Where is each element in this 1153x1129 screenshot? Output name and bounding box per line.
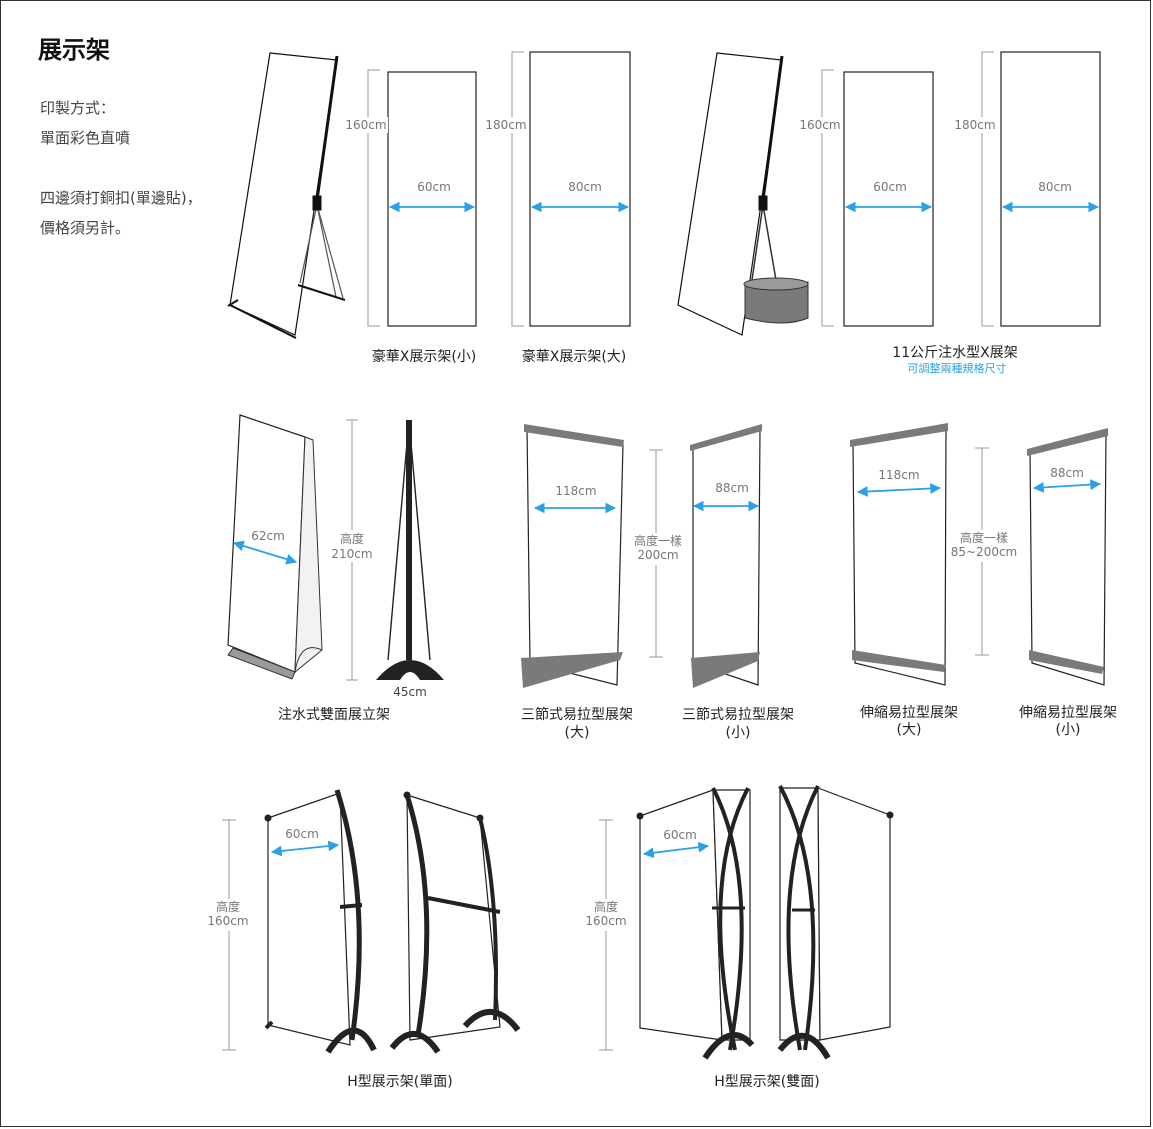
water-x-small-width-label: 60cm	[873, 180, 907, 194]
roll-up-height-dim: 高度一樣 200cm	[630, 449, 684, 658]
x-small-dims: 160cm 60cm	[345, 69, 477, 327]
roll-up-small-width-label: 88cm	[715, 481, 749, 495]
x-large-dims: 180cm 80cm	[485, 51, 631, 327]
roll-up-big-caption-1: 三節式易拉型展架	[521, 706, 633, 723]
x-small-caption: 豪華X展示架(小)	[372, 349, 477, 365]
h-single-front-illustration	[264, 789, 377, 1054]
roll-up-height-value: 200cm	[637, 548, 678, 562]
double-sided-caption: 注水式雙面展立架	[278, 707, 390, 723]
water-x-small-panel	[843, 71, 934, 327]
water-x-large-height-label: 180cm	[954, 118, 995, 132]
x-small-height-label: 160cm	[345, 118, 386, 132]
h-single-width-arrow	[270, 840, 340, 857]
h-single-width-label: 60cm	[285, 827, 319, 841]
h-single-back-illustration	[389, 791, 521, 1054]
roll-up-height-word: 高度一樣	[634, 533, 682, 548]
water-x-small-dims: 160cm 60cm	[799, 69, 934, 327]
double-sided-stand-illustration: 62cm	[227, 414, 323, 680]
double-sided-side-view: 45cm	[376, 419, 444, 699]
water-x-large-width-label: 80cm	[1038, 180, 1072, 194]
telescopic-big-caption-1: 伸縮易拉型展架	[860, 705, 958, 721]
water-x-stand-illustration	[677, 52, 809, 336]
telescopic-big-width-arrow	[856, 483, 942, 497]
telescopic-small-caption-1: 伸縮易拉型展架	[1019, 705, 1117, 721]
x-small-width-label: 60cm	[417, 180, 451, 194]
x-large-height-label: 180cm	[485, 118, 526, 132]
double-sided-width-arrow	[232, 540, 298, 565]
roll-up-big-caption-2: (大)	[565, 725, 590, 741]
grommet-note: 四邊須打銅扣(單邊貼)，	[40, 189, 202, 207]
h-double-height-dim: 高度 160cm	[582, 819, 630, 1051]
telescopic-big-caption-2: (大)	[897, 722, 922, 738]
telescopic-height-value: 85~200cm	[951, 545, 1018, 559]
roll-up-big-illustration: 118cm	[521, 424, 624, 688]
page-title: 展示架	[38, 36, 110, 64]
double-sided-base-label: 45cm	[393, 685, 427, 699]
roll-up-small-caption-1: 三節式易拉型展架	[682, 706, 794, 723]
telescopic-small-width-label: 88cm	[1050, 466, 1084, 480]
double-sided-height-dim: 高度 210cm	[326, 419, 378, 681]
h-double-width-arrow	[642, 841, 710, 859]
x-stand-illustration	[227, 52, 346, 339]
roll-up-big-width-label: 118cm	[555, 484, 596, 498]
x-large-caption: 豪華X展示架(大)	[522, 349, 627, 365]
price-note: 價格須另計。	[40, 219, 131, 237]
telescopic-height-dim: 高度一樣 85~200cm	[950, 447, 1022, 656]
h-double-height-value: 160cm	[585, 914, 626, 928]
telescopic-big-illustration: 118cm	[850, 423, 948, 686]
double-sided-height-value: 210cm	[331, 547, 372, 561]
h-double-front-illustration	[636, 787, 755, 1060]
h-double-caption: H型展示架(雙面)	[714, 1074, 819, 1090]
water-x-large-dims: 180cm 80cm	[954, 51, 1101, 327]
telescopic-small-caption-2: (小)	[1056, 722, 1081, 738]
h-single-height-value: 160cm	[207, 914, 248, 928]
x-large-width-label: 80cm	[568, 180, 602, 194]
h-double-height-word: 高度	[594, 899, 618, 914]
telescopic-height-word: 高度一樣	[960, 530, 1008, 545]
print-method-label: 印製方式：	[40, 99, 116, 117]
x-small-panel	[387, 71, 477, 327]
telescopic-big-width-label: 118cm	[878, 468, 919, 482]
double-sided-width-label: 62cm	[251, 529, 285, 543]
telescopic-small-illustration: 88cm	[1027, 428, 1108, 686]
telescopic-small-width-arrow	[1032, 479, 1102, 493]
roll-up-small-illustration: 88cm	[690, 424, 762, 688]
h-single-height-word: 高度	[216, 899, 240, 914]
h-single-caption: H型展示架(單面)	[347, 1074, 452, 1090]
roll-up-small-caption-2: (小)	[726, 725, 751, 741]
double-sided-height-word: 高度	[340, 531, 364, 546]
water-x-large-panel	[1000, 51, 1101, 327]
h-double-width-label: 60cm	[663, 828, 697, 842]
h-double-back-illustration	[777, 785, 894, 1060]
h-single-height-dim: 高度 160cm	[205, 819, 253, 1051]
water-x-caption: 11公斤注水型X展架	[892, 345, 1017, 361]
water-x-small-height-label: 160cm	[799, 118, 840, 132]
water-x-subcaption: 可調整兩種規格尺寸	[908, 361, 1007, 375]
x-large-panel	[529, 51, 631, 327]
print-method-value: 單面彩色直噴	[40, 129, 131, 147]
